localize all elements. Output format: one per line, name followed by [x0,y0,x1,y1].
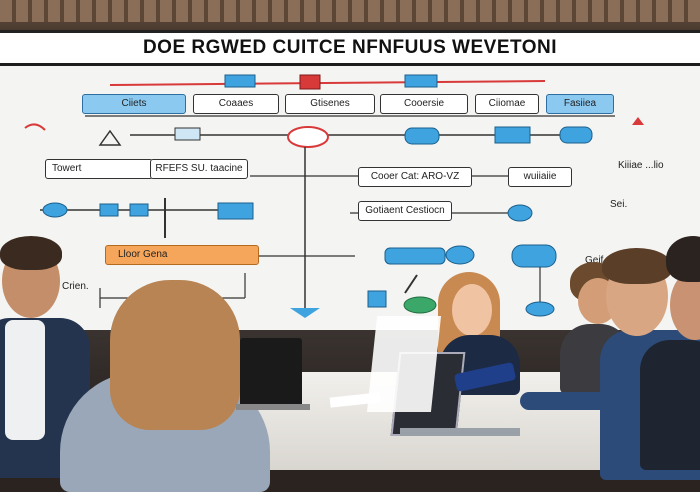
row4-blue-dot [42,202,68,218]
row5-bottom-dot [525,301,555,317]
center-box-1: Cooer Cat: ARO-VZ [358,167,472,187]
top-red-block [299,74,321,90]
top-red-line [109,80,546,86]
row2-blue-pill-1 [404,127,440,145]
flow-diagram [24,74,644,318]
right-note-3: Geif [585,255,604,266]
board-title: DOE RGWED CUITCE NFNFUUS WEVETONI [142,37,558,58]
right-note-2: Sei. [610,199,628,210]
left-wide-label: Towert [52,163,82,174]
top-blue-block-2 [404,74,438,88]
top-box-3: Gtisenes [285,94,375,114]
top-box-1: Ciiets [82,94,186,114]
row4-block-2 [129,203,149,217]
top-box-2: Coaaes [193,94,279,114]
center-box-2: Gotiaent Cestiocn [358,201,452,221]
red-mark-left [24,123,46,131]
row4-block-3 [217,202,254,220]
row2-block-1 [174,127,201,141]
man-far-right-hair [666,236,700,282]
left-wide-box-2: RFEFS SU. taacine [150,159,248,179]
row2-red-circle [287,126,329,148]
ceiling [0,0,700,30]
row5-blue-dot [445,245,475,265]
board-title-bar: DOE RGWED CUITCE NFNFUUS WEVETONI [0,33,700,66]
row2-blue-block [494,126,531,144]
right-note-1: Kiiiae ...lio [618,160,664,171]
man-right-arm [520,392,610,410]
top-box-4: Cooersie [380,94,468,114]
right-small-box: wuiiaiie [508,167,572,187]
woman-blonde-face [452,284,492,336]
top-blue-block-1 [224,74,256,88]
warning-triangle [98,129,122,146]
man-far-right-body [640,340,700,470]
orange-box: Lloor Gena [105,245,259,265]
center-bottom-marker [290,308,320,318]
row5-blue-block [384,247,446,265]
top-box-6: Fasiiea [546,94,614,114]
ceiling-slats [0,0,700,22]
bottom-block [367,290,387,308]
man-right-hair [602,248,672,284]
laptop-right-base [400,428,520,436]
man-left-hair [0,236,62,270]
bottom-green-blob [403,296,437,314]
left-small-label: Crien. [62,281,89,292]
bottom-tick [404,274,418,294]
row2-blue-pill-2 [559,126,593,144]
woman-front-hair [110,280,240,430]
red-mark-right [632,117,644,125]
laptop-center-screen [240,338,302,408]
row4-block-1 [99,203,119,217]
laptop-center-base [236,404,310,410]
top-box-5: Ciiomae [475,94,539,114]
left-wide-box: Towert [45,159,153,179]
man-left-shirt [5,320,45,440]
row4-right-dot [507,204,533,222]
row5-right-blob [511,244,557,268]
whiteboard: DOE RGWED CUITCE NFNFUUS WEVETONI [0,30,700,335]
